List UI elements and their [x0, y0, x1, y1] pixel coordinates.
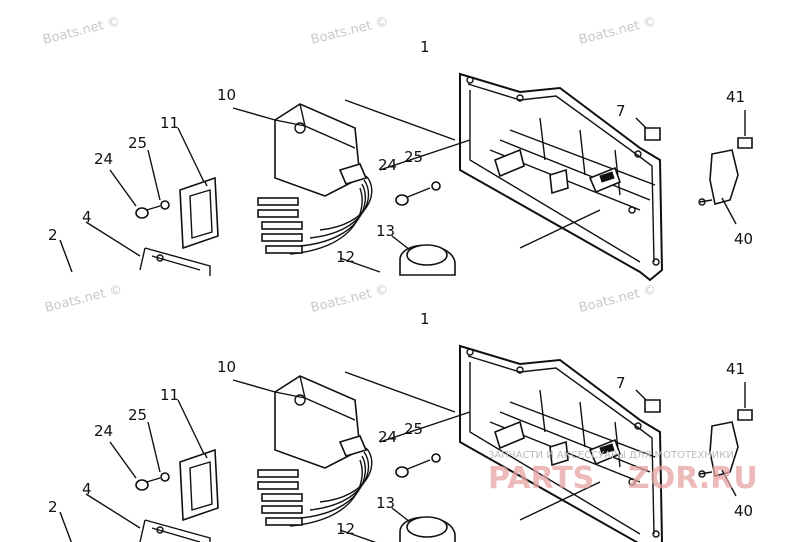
watermark-boats: Boats.net ©	[577, 282, 658, 316]
watermark-boats: Boats.net ©	[43, 282, 124, 316]
callout-24b: 24	[378, 156, 397, 174]
watermark-shop-name-a: PARTS	[488, 461, 594, 496]
watermark-shop-name-b: ZOR.RU	[628, 461, 758, 496]
callout-2: 2	[48, 226, 58, 244]
callout-25: 25	[128, 134, 147, 152]
callout-11-lower: 11	[160, 386, 179, 404]
watermark-boats: Boats.net ©	[577, 14, 658, 48]
callout-24-lower: 24	[94, 422, 113, 440]
callout-10: 10	[217, 86, 236, 104]
callout-24: 24	[94, 150, 113, 168]
callout-12-lower: 12	[336, 520, 355, 538]
callout-13: 13	[376, 222, 395, 240]
watermark-boats: Boats.net ©	[41, 14, 122, 48]
callout-11: 11	[160, 114, 179, 132]
callout-1: 1	[420, 38, 430, 56]
watermark-shop-subtitle: ЗАПЧАСТИ И АКСЕССУАРЫ ДЛЯ МОТОТЕХНИКИ	[488, 450, 734, 461]
callout-40: 40	[734, 230, 753, 248]
callout-7-lower: 7	[616, 374, 626, 392]
callout-2-lower: 2	[48, 498, 58, 516]
watermark-boats: Boats.net ©	[309, 282, 390, 316]
callout-25-lower: 25	[128, 406, 147, 424]
callout-24b-lower: 24	[378, 428, 397, 446]
callout-25b-lower: 25	[404, 420, 423, 438]
watermark-boats: Boats.net ©	[309, 14, 390, 48]
watermark-partszor: ЗАПЧАСТИ И АКСЕССУАРЫ ДЛЯ МОТОТЕХНИКИ PA…	[488, 450, 758, 496]
callout-1-lower: 1	[420, 310, 430, 328]
callout-7: 7	[616, 102, 626, 120]
callout-4: 4	[82, 208, 92, 226]
callout-40-lower: 40	[734, 502, 753, 520]
callout-13-lower: 13	[376, 494, 395, 512]
callout-25b: 25	[404, 148, 423, 166]
callout-41-lower: 41	[726, 360, 745, 378]
callout-12: 12	[336, 248, 355, 266]
callout-4-lower: 4	[82, 480, 92, 498]
callout-41: 41	[726, 88, 745, 106]
callout-10-lower: 10	[217, 358, 236, 376]
